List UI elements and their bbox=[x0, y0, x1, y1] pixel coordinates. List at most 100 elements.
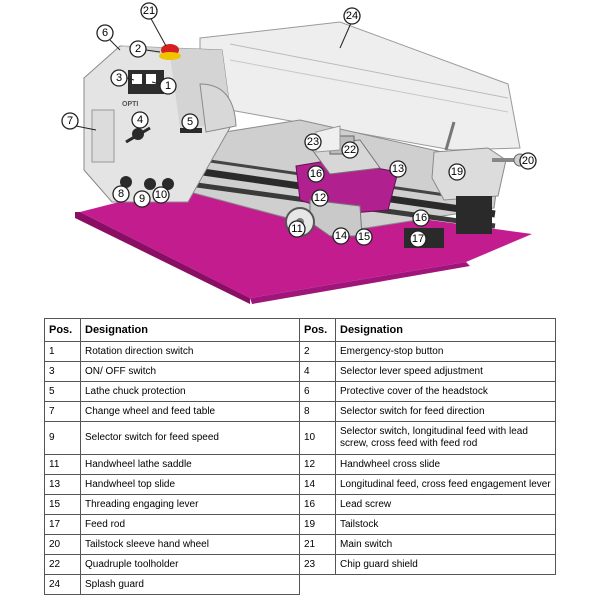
table-row: 13 Handwheel top slide 14 Longitudinal f… bbox=[44, 474, 556, 495]
callout-11: 11 bbox=[288, 220, 306, 238]
callout-12: 12 bbox=[311, 189, 329, 207]
designation-cell: Feed rod bbox=[80, 514, 300, 535]
callout-16-top: 16 bbox=[307, 165, 325, 183]
callout-22: 22 bbox=[341, 141, 359, 159]
designation-cell: Handwheel top slide bbox=[80, 474, 300, 495]
pos-cell: 12 bbox=[299, 454, 336, 475]
table-row: 24 Splash guard bbox=[44, 574, 556, 595]
pos-cell: 7 bbox=[44, 401, 81, 422]
svg-text:5: 5 bbox=[187, 116, 193, 128]
designation-cell: Selector switch, longitudinal feed with … bbox=[335, 421, 556, 455]
machine-base bbox=[80, 186, 532, 298]
svg-text:17: 17 bbox=[412, 233, 424, 245]
pos-cell: 23 bbox=[299, 554, 336, 575]
designation-cell: Chip guard shield bbox=[335, 554, 556, 575]
svg-text:13: 13 bbox=[392, 163, 404, 175]
header-designation-right: Designation bbox=[335, 318, 556, 342]
callout-10: 10 bbox=[152, 186, 170, 204]
pos-cell: 1 bbox=[44, 341, 81, 362]
callout-5: 5 bbox=[181, 113, 199, 131]
tailstock bbox=[431, 147, 507, 201]
svg-text:8: 8 bbox=[118, 188, 124, 200]
designation-cell: Selector switch for feed speed bbox=[80, 421, 300, 455]
svg-text:1: 1 bbox=[165, 80, 171, 92]
svg-text:16: 16 bbox=[415, 212, 427, 224]
table-row: 11 Handwheel lathe saddle 12 Handwheel c… bbox=[44, 454, 556, 475]
designation-cell: Selector switch for feed direction bbox=[335, 401, 556, 422]
pos-cell: 10 bbox=[299, 421, 336, 455]
table-row: 17 Feed rod 19 Tailstock bbox=[44, 514, 556, 535]
svg-text:14: 14 bbox=[335, 230, 347, 242]
pos-cell: 9 bbox=[44, 421, 81, 455]
callout-6: 6 bbox=[96, 24, 121, 51]
table-row: 22 Quadruple toolholder 23 Chip guard sh… bbox=[44, 554, 556, 575]
pos-cell: 15 bbox=[44, 494, 81, 515]
svg-text:19: 19 bbox=[451, 166, 463, 178]
svg-text:7: 7 bbox=[67, 115, 73, 127]
pos-cell: 14 bbox=[299, 474, 336, 495]
callout-3: 3 bbox=[110, 69, 135, 87]
designation-cell: Tailstock sleeve hand wheel bbox=[80, 534, 300, 555]
designation-cell: Rotation direction switch bbox=[80, 341, 300, 362]
svg-text:12: 12 bbox=[314, 192, 326, 204]
pos-cell: 17 bbox=[44, 514, 81, 535]
pos-cell: 8 bbox=[299, 401, 336, 422]
callout-20: 20 bbox=[519, 152, 537, 170]
pos-cell: 3 bbox=[44, 361, 81, 382]
designation-cell: Selector lever speed adjustment bbox=[335, 361, 556, 382]
designation-cell: Handwheel cross slide bbox=[335, 454, 556, 475]
designation-cell: Emergency-stop button bbox=[335, 341, 556, 362]
lathe-illustration: OPTI 21 24 6 2 3 1 7 bbox=[61, 2, 537, 304]
callout-14: 14 bbox=[332, 227, 350, 245]
pos-cell: 21 bbox=[299, 534, 336, 555]
svg-text:4: 4 bbox=[137, 114, 143, 126]
svg-text:15: 15 bbox=[358, 231, 370, 243]
svg-text:20: 20 bbox=[522, 155, 534, 167]
designation-cell: Splash guard bbox=[80, 574, 300, 595]
header-pos-right: Pos. bbox=[299, 318, 336, 342]
svg-text:2: 2 bbox=[135, 43, 141, 55]
pos-cell: 13 bbox=[44, 474, 81, 495]
table-row: 15 Threading engaging lever 16 Lead scre… bbox=[44, 494, 556, 515]
chuck-protection bbox=[199, 83, 237, 133]
designation-cell: Lead screw bbox=[335, 494, 556, 515]
callout-17: 17 bbox=[409, 230, 427, 248]
designation-cell: Longitudinal feed, cross feed engagement… bbox=[335, 474, 556, 495]
callout-9: 9 bbox=[133, 190, 151, 208]
header-designation-left: Designation bbox=[80, 318, 300, 342]
empty-cell bbox=[336, 575, 556, 595]
callout-15: 15 bbox=[355, 228, 373, 246]
table-row: 20 Tailstock sleeve hand wheel 21 Main s… bbox=[44, 534, 556, 555]
parts-table: Pos. Designation Pos. Designation 1 Rota… bbox=[44, 318, 556, 595]
svg-text:24: 24 bbox=[346, 10, 358, 22]
pos-cell: 2 bbox=[299, 341, 336, 362]
callout-8: 8 bbox=[112, 185, 130, 203]
callout-4: 4 bbox=[131, 111, 149, 129]
callout-21: 21 bbox=[140, 2, 167, 47]
svg-text:23: 23 bbox=[307, 136, 319, 148]
callout-7: 7 bbox=[61, 112, 97, 131]
table-row: 3 ON/ OFF switch 4 Selector lever speed … bbox=[44, 361, 556, 382]
designation-cell: Protective cover of the headstock bbox=[335, 381, 556, 402]
designation-cell: Threading engaging lever bbox=[80, 494, 300, 515]
callout-16-right: 16 bbox=[412, 209, 430, 227]
svg-text:22: 22 bbox=[344, 144, 356, 156]
table-row: 1 Rotation direction switch 2 Emergency-… bbox=[44, 341, 556, 362]
pos-cell: 5 bbox=[44, 381, 81, 402]
callout-13: 13 bbox=[389, 160, 407, 178]
svg-text:6: 6 bbox=[102, 27, 108, 39]
callout-23: 23 bbox=[304, 133, 322, 151]
pos-cell: 16 bbox=[299, 494, 336, 515]
callout-19: 19 bbox=[448, 163, 466, 181]
empty-cell bbox=[300, 575, 336, 595]
table-header-row: Pos. Designation Pos. Designation bbox=[44, 318, 556, 342]
header-pos-left: Pos. bbox=[44, 318, 81, 342]
table-row: 5 Lathe chuck protection 6 Protective co… bbox=[44, 381, 556, 402]
callout-24: 24 bbox=[339, 7, 361, 49]
pos-cell: 6 bbox=[299, 381, 336, 402]
pos-cell: 24 bbox=[44, 574, 81, 595]
designation-cell: Main switch bbox=[335, 534, 556, 555]
pos-cell: 4 bbox=[299, 361, 336, 382]
designation-cell: Handwheel lathe saddle bbox=[80, 454, 300, 475]
callout-2: 2 bbox=[129, 40, 161, 58]
